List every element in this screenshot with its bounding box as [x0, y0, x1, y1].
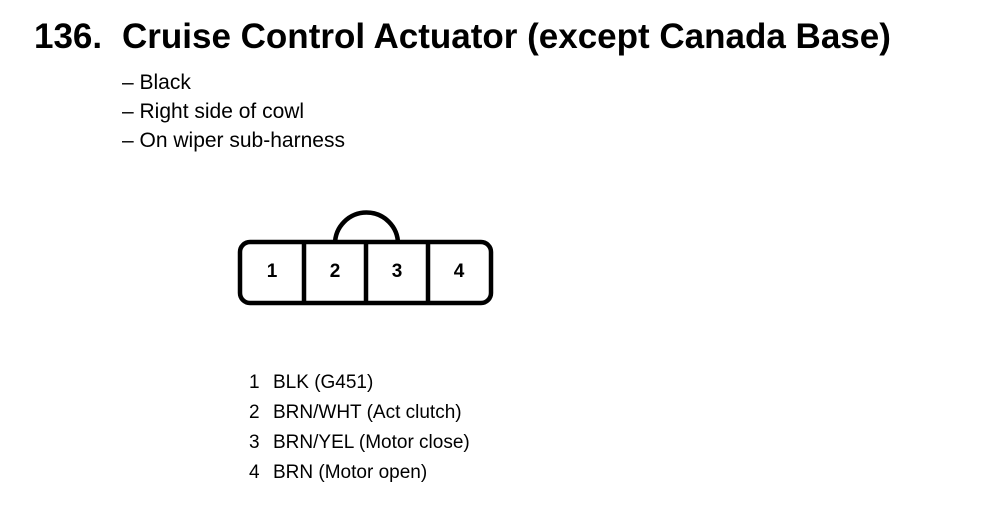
pinout-list: 1 BLK (G451) 2 BRN/WHT (Act clutch) 3 BRN/Y…	[249, 368, 470, 488]
pin-description: BRN (Motor open)	[273, 462, 428, 483]
pinout-row: 3 BRN/YEL (Motor close)	[249, 428, 470, 458]
pin-number: 4	[249, 462, 260, 483]
pinout-row: 1 BLK (G451)	[249, 368, 470, 398]
pinout-row: 2 BRN/WHT (Act clutch)	[249, 398, 470, 428]
note-harness: – On wiper sub-harness	[122, 129, 345, 152]
connector-notes: – Black – Right side of cowl – On wiper …	[122, 68, 345, 155]
cavity-label-1: 1	[267, 261, 278, 282]
note-color: – Black	[122, 71, 191, 94]
pin-description: BRN/WHT (Act clutch)	[273, 402, 462, 423]
pin-number: 2	[249, 402, 260, 423]
pinout-row: 4 BRN (Motor open)	[249, 458, 470, 488]
cavity-label-3: 3	[392, 261, 403, 282]
cavity-label-2: 2	[330, 261, 341, 282]
connector-lock-tab	[332, 210, 401, 245]
pin-description: BLK (G451)	[273, 372, 374, 393]
title-text: Cruise Control Actuator (except Canada B…	[122, 17, 891, 56]
pin-number: 1	[249, 372, 260, 393]
pin-number: 3	[249, 432, 260, 453]
pin-description: BRN/YEL (Motor close)	[273, 432, 470, 453]
cavity-label-4: 4	[454, 261, 465, 282]
note-location: – Right side of cowl	[122, 100, 305, 123]
title-number: 136.	[34, 17, 103, 56]
page-title: 136. Cruise Control Actuator (except Cana…	[34, 12, 891, 62]
